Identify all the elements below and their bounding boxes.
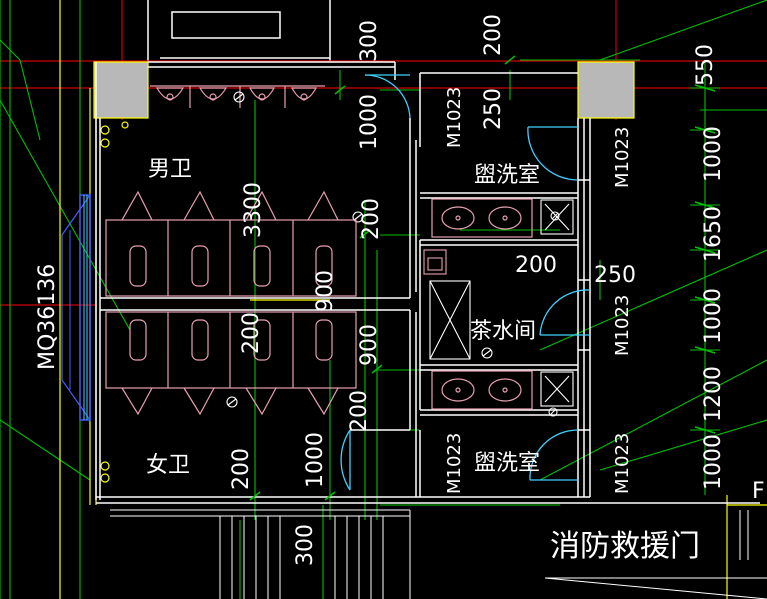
room-label-tea-room: 茶水间 (470, 319, 536, 344)
room-label-mens: 男卫 (148, 157, 192, 182)
window-tag-mq36136: MQ36136 (35, 264, 60, 370)
stair (110, 509, 767, 599)
dim-bottom-1000: 1000 (303, 432, 328, 488)
column-left (93, 61, 149, 119)
dim-partition-3300: 3300 (241, 182, 266, 238)
dim-top-250: 250 (481, 88, 506, 130)
door-womens (340, 429, 351, 491)
door-tag: M1023 (444, 87, 465, 148)
door-washroom-top (527, 126, 579, 181)
dim-mid-200: 200 (515, 253, 557, 278)
dimension-ticks (249, 55, 716, 501)
dim-right-1000-c: 1000 (701, 434, 726, 490)
dim-partition-900-b: 900 (357, 324, 382, 366)
dim-top-1000: 1000 (357, 94, 382, 150)
urinals (150, 85, 325, 108)
dim-bottom-200: 200 (229, 448, 254, 490)
dim-right-1000-a: 1000 (701, 126, 726, 182)
dim-top-200: 200 (481, 14, 506, 56)
door-tag: M1023 (612, 433, 633, 494)
edge-text: F (752, 479, 765, 504)
tea-room-fixtures (423, 249, 471, 360)
fire-door-label: 消防救援门 (550, 529, 700, 564)
dim-partition-200-a: 200 (359, 198, 384, 240)
dim-right-550: 550 (693, 44, 718, 86)
door-tag: M1023 (444, 433, 465, 494)
top-outline (147, 0, 331, 62)
dim-mid-200-b: 200 (347, 390, 372, 432)
yellow-fixture-circles (100, 121, 129, 483)
door-tea-room (539, 289, 591, 336)
walls (95, 61, 760, 504)
column-right (577, 61, 635, 119)
door-washroom-bottom (529, 429, 579, 481)
curtain-wall-window (61, 193, 91, 422)
dim-mid-250: 250 (594, 263, 636, 288)
door-tag: M1023 (612, 295, 633, 356)
mop-sinks (540, 199, 574, 407)
cubicles-womens (105, 311, 357, 416)
dim-partition-200-b: 200 (239, 312, 264, 354)
dim-bottom-300: 300 (293, 524, 318, 566)
dim-right-1000-b: 1000 (701, 288, 726, 344)
room-label-washroom-bottom: 盥洗室 (474, 451, 540, 476)
cubicles-mens (105, 190, 357, 297)
dim-partition-900-a: 900 (313, 270, 338, 312)
dim-right-1650: 1650 (701, 206, 726, 262)
room-label-washroom-top: 盥洗室 (474, 163, 540, 188)
floor-drains (226, 91, 560, 417)
washbasins (431, 198, 533, 410)
structural-columns (93, 61, 635, 119)
dim-top-300: 300 (357, 20, 382, 62)
axis-lines (0, 0, 767, 306)
room-label-womens: 女卫 (146, 453, 190, 478)
dim-right-1200: 1200 (701, 366, 726, 422)
door-tag: M1023 (612, 127, 633, 188)
door-swings (340, 74, 591, 491)
door-mens (364, 74, 411, 119)
